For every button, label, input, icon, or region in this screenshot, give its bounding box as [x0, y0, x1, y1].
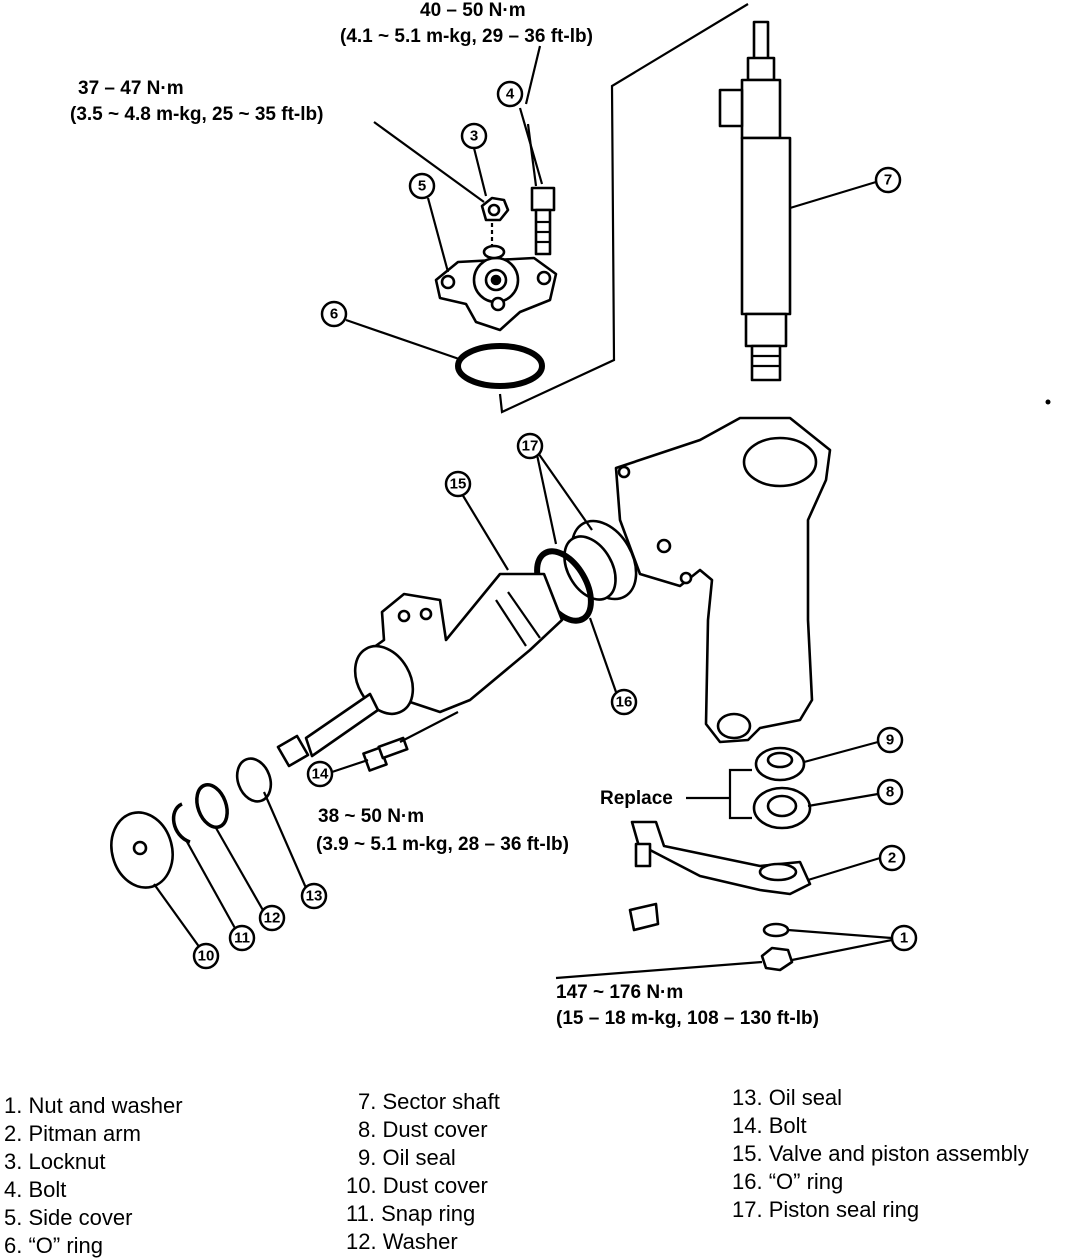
svg-text:5: 5 — [418, 178, 426, 195]
bolt-valve — [362, 736, 409, 772]
torque-locknut-line2: (3.5 ~ 4.8 m-kg, 25 ~ 35 ft-lb) — [70, 104, 323, 125]
gear-housing — [614, 416, 832, 744]
legend-item-16: 16. “O” ring — [732, 1169, 844, 1194]
legend-item-3: 3. Locknut — [4, 1149, 106, 1174]
sector-shaft — [718, 20, 792, 382]
legend-item-6: 6. “O” ring — [4, 1233, 104, 1258]
legend-item-5: 5. Side cover — [4, 1205, 133, 1230]
nut-and-washer — [760, 922, 794, 972]
legend-item-4: 4. Bolt — [4, 1177, 67, 1202]
oil-seal-13 — [235, 757, 273, 803]
legend-item-15: 15. Valve and piston assembly — [732, 1141, 1029, 1166]
callout-11: 11 — [228, 924, 256, 952]
svg-text:7: 7 — [884, 172, 892, 189]
callout-6: 6 — [320, 300, 348, 328]
svg-text:8: 8 — [886, 784, 894, 801]
oil-seal-9 — [754, 746, 806, 782]
legend-item-13: 13. Oil seal — [732, 1085, 843, 1110]
legend-item-14: 14. Bolt — [732, 1113, 807, 1138]
dust-cover-10 — [110, 811, 174, 889]
svg-text:9: 9 — [886, 732, 894, 749]
pitman-arm — [628, 820, 812, 932]
o-ring-side-cover — [455, 343, 545, 389]
callout-17: 17 — [516, 432, 544, 460]
callout-8: 8 — [876, 778, 904, 806]
snap-ring-11 — [171, 802, 191, 844]
torque-bolt-4-line2: (4.1 ~ 5.1 m-kg, 29 – 36 ft-lb) — [340, 26, 593, 47]
legend-item-11: 11. Snap ring — [346, 1201, 476, 1226]
svg-text:1: 1 — [900, 930, 908, 947]
replace-label: Replace — [600, 788, 673, 809]
callout-3: 3 — [460, 122, 488, 150]
side-cover — [434, 244, 558, 332]
callout-2: 2 — [878, 844, 906, 872]
bolt-side-cover — [530, 186, 556, 256]
callout-1: 1 — [890, 924, 918, 952]
callout-16: 16 — [610, 688, 638, 716]
legend-item-1: 1. Nut and washer — [4, 1093, 183, 1118]
torque-locknut-line1: 37 – 47 N·m — [78, 78, 184, 99]
svg-text:12: 12 — [264, 910, 281, 927]
legend-item-7: 7. Sector shaft — [358, 1089, 500, 1114]
legend-item-12: 12. Washer — [346, 1229, 458, 1254]
callout-4: 4 — [496, 80, 524, 108]
locknut — [480, 196, 510, 222]
svg-text:14: 14 — [312, 766, 329, 783]
svg-text:2: 2 — [888, 850, 896, 867]
svg-text:6: 6 — [330, 306, 338, 323]
svg-text:17: 17 — [522, 438, 539, 455]
callout-14: 14 — [306, 760, 334, 788]
callout-7: 7 — [874, 166, 902, 194]
valve-piston-assembly — [276, 572, 564, 768]
legend-item-2: 2. Pitman arm — [4, 1121, 141, 1146]
washer-12 — [195, 783, 229, 829]
leader-lines — [153, 45, 893, 980]
legend-item-10: 10. Dust cover — [346, 1173, 488, 1198]
callout-10: 10 — [192, 942, 220, 970]
legend-item-17: 17. Piston seal ring — [732, 1197, 920, 1222]
svg-text:15: 15 — [450, 476, 467, 493]
legend-item-9: 9. Oil seal — [358, 1145, 456, 1170]
callout-13: 13 — [300, 882, 328, 910]
torque-nut-1-line2: (15 – 18 m-kg, 108 – 130 ft-lb) — [556, 1008, 819, 1029]
callout-12: 12 — [258, 904, 286, 932]
svg-text:13: 13 — [306, 888, 323, 905]
svg-text:3: 3 — [470, 128, 478, 145]
svg-text:10: 10 — [198, 948, 215, 965]
torque-bolt-14-line1: 38 ~ 50 N·m — [318, 806, 424, 827]
svg-text:4: 4 — [506, 86, 515, 103]
torque-bolt-4-line1: 40 – 50 N·m — [420, 0, 526, 21]
dust-cover-8 — [752, 786, 812, 830]
callout-15: 15 — [444, 470, 472, 498]
svg-text:11: 11 — [234, 930, 250, 947]
svg-text:16: 16 — [616, 694, 633, 711]
legend-item-8: 8. Dust cover — [358, 1117, 488, 1142]
torque-nut-1-line1: 147 ~ 176 N·m — [556, 982, 683, 1003]
callout-5: 5 — [408, 172, 436, 200]
callout-9: 9 — [876, 726, 904, 754]
torque-bolt-14-line2: (3.9 ~ 5.1 m-kg, 28 – 36 ft-lb) — [316, 834, 569, 855]
stray-dot — [1045, 399, 1051, 405]
